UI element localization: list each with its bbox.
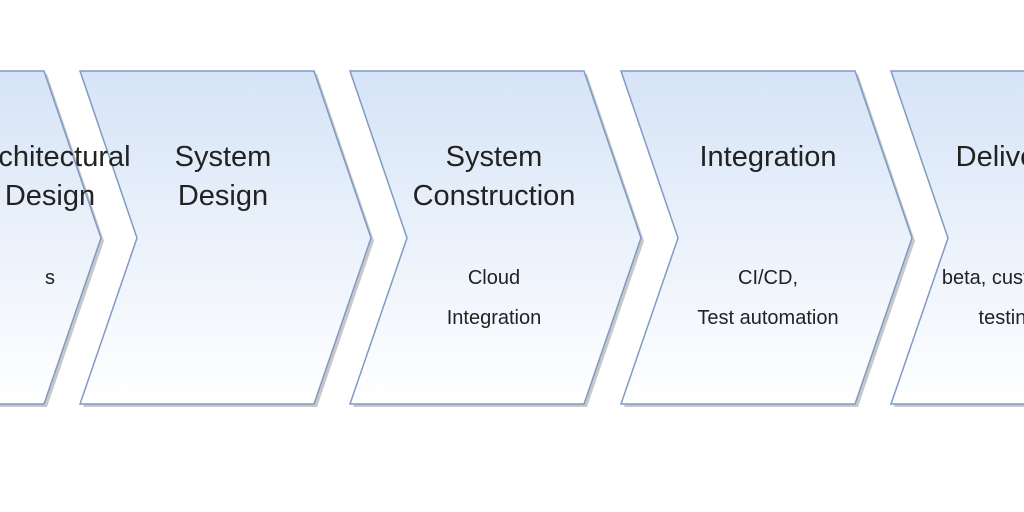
step-title-line: Design [4, 180, 96, 212]
chevron-delivery [889, 70, 1024, 405]
step-subtitle-line: beta, customer [941, 267, 1024, 289]
step-title-line: System [174, 141, 272, 173]
step-title-line: Construction [412, 180, 576, 212]
step-delivery-text: Delivery beta, customer testing [903, 138, 1024, 338]
step-title-line: System [445, 141, 543, 173]
chevron-system-construction [348, 70, 642, 405]
step-system-design-text: System Design [118, 138, 328, 216]
step-integration-text: Integration CI/CD, Test automation [663, 138, 873, 338]
chevron-architectural-design [0, 70, 102, 405]
step-title-line: Architectural [0, 141, 131, 173]
step-subtitle-line: s [45, 267, 55, 289]
step-subtitle-line: testing [978, 307, 1024, 329]
step-subtitle-line: Test automation [697, 307, 839, 329]
step-title-line: Integration [699, 141, 837, 173]
step-subtitle-line: Cloud [467, 267, 521, 289]
step-system-construction-text: System Construction Cloud Integration [389, 138, 599, 338]
step-title-line: Design [177, 180, 269, 212]
chevron-system-design [78, 70, 372, 405]
step-subtitle-line: Integration [446, 307, 542, 329]
chevron-integration [619, 70, 913, 405]
step-title-line: Delivery [955, 141, 1024, 173]
step-subtitle-line: CI/CD, [738, 267, 798, 289]
step-architectural-design-text: Architectural Design s [0, 138, 155, 298]
